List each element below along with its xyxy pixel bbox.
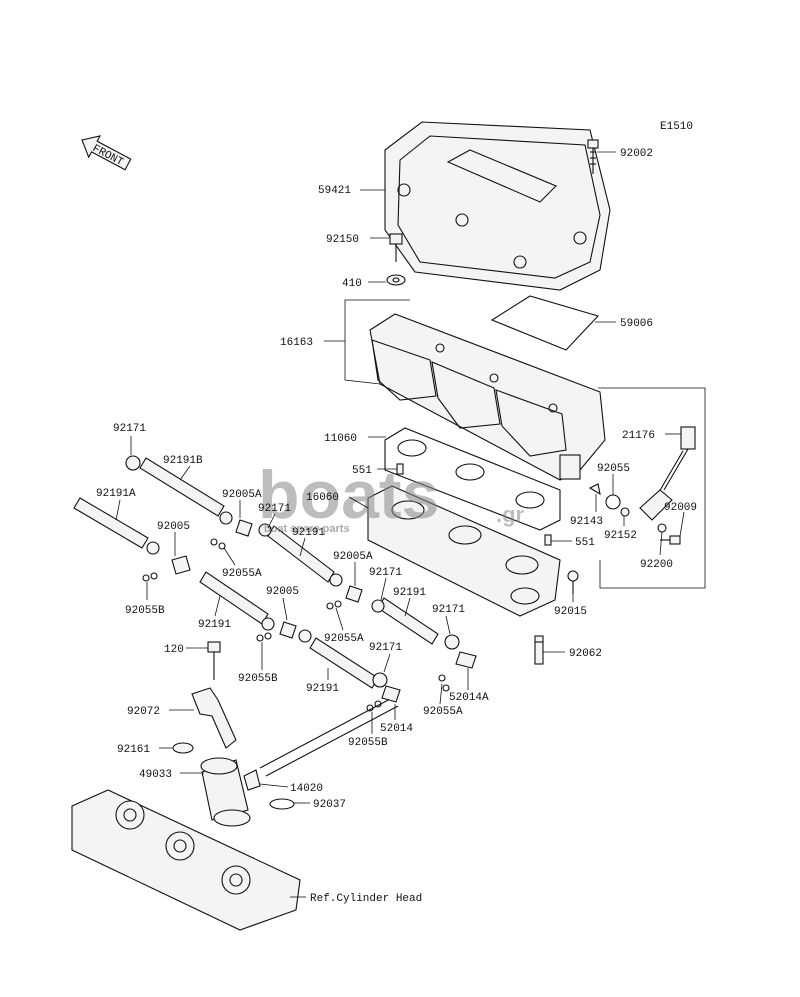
- bolt-92002: [587, 139, 599, 174]
- label-49033: 49033: [139, 769, 172, 781]
- label-92191b: 92191B: [163, 455, 203, 467]
- label-92150: 92150: [326, 234, 359, 246]
- label-92005a-2: 92005A: [333, 551, 373, 563]
- label-52014: 52014: [380, 723, 413, 735]
- oring-92055: [605, 494, 621, 510]
- clip-92143: [588, 483, 601, 496]
- label-92161: 92161: [117, 744, 150, 756]
- label-92072: 92072: [127, 706, 160, 718]
- sensor-21176: [639, 426, 696, 521]
- label-92171-e: 92171: [369, 642, 402, 654]
- label-14020: 14020: [290, 783, 323, 795]
- label-92171-b: 92171: [258, 503, 291, 515]
- stud-92062: [534, 635, 544, 665]
- label-ref-cylinder-head: Ref.Cylinder Head: [310, 893, 422, 905]
- label-92055b-2: 92055B: [238, 673, 278, 685]
- label-551-lower: 551: [575, 537, 595, 549]
- washer-92152: [620, 507, 630, 517]
- clip-14020: [243, 769, 261, 791]
- gasket-59006: [490, 295, 600, 351]
- hoses: [73, 457, 439, 777]
- bolt-120: [207, 641, 221, 680]
- label-92055a-2: 92055A: [324, 633, 364, 645]
- watermark-brand: boats: [258, 457, 439, 533]
- label-92191-a: 92191: [292, 527, 325, 539]
- label-92055b-1: 92055B: [125, 605, 165, 617]
- label-11060: 11060: [324, 433, 357, 445]
- label-92191-b: 92191: [198, 619, 231, 631]
- watermark: boats .gr boat spare parts: [258, 457, 525, 535]
- label-16060: 16060: [306, 492, 339, 504]
- clamp-92171-a: [125, 455, 141, 471]
- label-16163: 16163: [280, 337, 313, 349]
- pin-551-lower: [544, 534, 552, 546]
- label-92005-a: 92005: [157, 521, 190, 533]
- washer-410: [386, 274, 406, 286]
- label-410: 410: [342, 278, 362, 290]
- label-92143: 92143: [570, 516, 603, 528]
- label-92005-b: 92005: [266, 586, 299, 598]
- label-92055a-3: 92055A: [423, 706, 463, 718]
- bolt-92150: [389, 233, 403, 262]
- front-arrow-icon: [81, 135, 132, 171]
- watermark-tagline: boat spare parts: [264, 523, 350, 535]
- washer-92161: [172, 742, 194, 754]
- label-92015: 92015: [554, 606, 587, 618]
- label-92171-c: 92171: [369, 567, 402, 579]
- plate-16060: [367, 485, 561, 617]
- label-92055b-3: 92055B: [348, 737, 388, 749]
- label-92055a-1: 92055A: [222, 568, 262, 580]
- bracket-92072: [191, 687, 237, 749]
- label-92062: 92062: [569, 648, 602, 660]
- label-59421: 59421: [318, 185, 351, 197]
- washer-92200: [657, 523, 667, 533]
- label-92005a-1: 92005A: [222, 489, 262, 501]
- stud-92015: [567, 570, 579, 594]
- label-92037: 92037: [313, 799, 346, 811]
- label-92191-d: 92191: [306, 683, 339, 695]
- cylinder-head: [71, 789, 301, 931]
- label-92002: 92002: [620, 148, 653, 160]
- label-92191a: 92191A: [96, 488, 136, 500]
- label-52014a: 52014A: [449, 692, 489, 704]
- label-92055: 92055: [597, 463, 630, 475]
- label-59006: 59006: [620, 318, 653, 330]
- label-92200: 92200: [640, 559, 673, 571]
- bolt-92009: [660, 535, 681, 545]
- valve-49033: [200, 757, 251, 827]
- label-92171-d: 92171: [432, 604, 465, 616]
- label-92171-a: 92171: [113, 423, 146, 435]
- manifold-16163: [369, 313, 606, 481]
- diagram-code: E1510: [660, 121, 693, 133]
- part-labels: 92002 59421 92150 410 59006 16163 11060 …: [96, 148, 697, 905]
- label-551-upper: 551: [352, 465, 372, 477]
- cover-59421: [384, 121, 611, 291]
- label-120: 120: [164, 644, 184, 656]
- gasket-11060: [384, 427, 561, 531]
- label-92152: 92152: [604, 530, 637, 542]
- label-92009: 92009: [664, 502, 697, 514]
- watermark-tld: .gr: [496, 502, 525, 527]
- clamp-92037: [269, 798, 295, 810]
- label-21176: 21176: [622, 430, 655, 442]
- label-92191-c: 92191: [393, 587, 426, 599]
- leader-lines: [115, 151, 685, 898]
